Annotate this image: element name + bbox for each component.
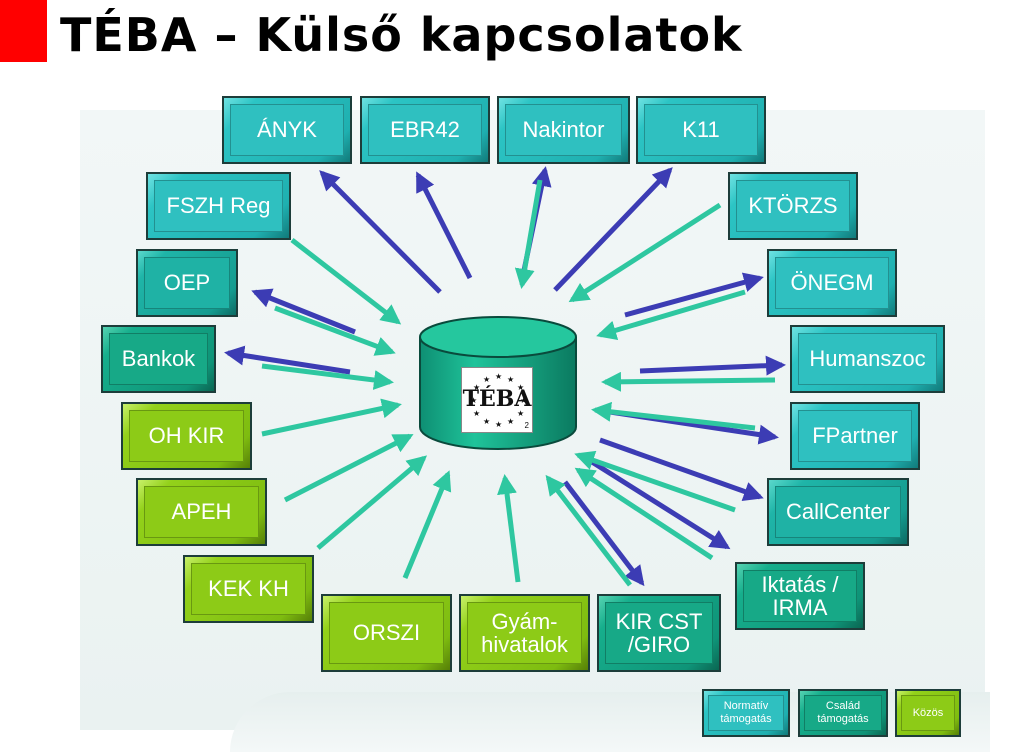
node-kir-cst: KIR CST /GIRO	[597, 594, 721, 672]
arrow-from-oep	[274, 305, 396, 356]
node-orszi: ORSZI	[321, 594, 452, 672]
node-anyk: ÁNYK	[222, 96, 352, 164]
arrow-to-callcenter	[599, 437, 764, 502]
arrow-from-kek-kh	[316, 455, 428, 550]
node-humanszoc: Humanszoc	[790, 325, 945, 393]
arrow-from-orszi	[402, 470, 452, 579]
legend-kozos: Közös	[895, 689, 961, 737]
legend-normativ: Normatív támogatás	[702, 689, 790, 737]
svg-text:★: ★	[495, 420, 502, 429]
svg-text:★: ★	[517, 409, 524, 418]
logo-subscript: 2	[524, 421, 529, 430]
eu-stars-icon: ★ ★ ★ ★ ★ ★ ★ ★ ★ ★ ★ ★	[470, 372, 527, 429]
svg-text:★: ★	[507, 375, 514, 384]
node-k11: K11	[636, 96, 766, 164]
node-bankok: Bankok	[101, 325, 216, 393]
svg-text:★: ★	[507, 417, 514, 426]
node-callcenter: CallCenter	[767, 478, 909, 546]
arrow-from-fpartner	[591, 401, 756, 431]
arrow-from-humanszoc	[601, 371, 776, 392]
svg-text:★: ★	[473, 383, 480, 392]
arrow-from-kir-cst	[545, 474, 632, 587]
arrow-to-k11	[553, 167, 673, 292]
svg-text:★: ★	[495, 372, 502, 381]
node-apeh: APEH	[136, 478, 267, 546]
arrow-to-humanszoc	[639, 355, 786, 376]
arrow-from-apeh	[283, 433, 414, 503]
node-oh-kir: OH KIR	[121, 402, 252, 470]
arrow-from-gyamhivatalok	[497, 474, 521, 583]
arrow-to-bankok	[224, 345, 351, 375]
arrow-to-kir-cst	[563, 480, 645, 587]
node-ebr42: EBR42	[360, 96, 490, 164]
node-iktatas: Iktatás / IRMA	[735, 562, 865, 630]
arrow-to-anyk	[319, 170, 442, 294]
arrow-from-oh-kir	[261, 398, 402, 437]
node-nakintor: Nakintor	[497, 96, 630, 164]
node-gyamhivatalok: Gyám- hivatalok	[459, 594, 590, 672]
logo-text: TÉBA	[462, 386, 532, 412]
arrow-to-onegm	[624, 272, 764, 318]
node-kek-kh: KEK KH	[183, 555, 314, 623]
svg-text:★: ★	[483, 375, 490, 384]
arrow-from-nakintor	[514, 179, 543, 289]
svg-text:★: ★	[473, 409, 480, 418]
legend-csalad: Család támogatás	[798, 689, 888, 737]
node-oep: OEP	[136, 249, 238, 317]
svg-text:★: ★	[470, 396, 477, 405]
arrow-to-ebr42	[415, 171, 473, 280]
arrow-from-iktatas	[574, 467, 714, 561]
arrow-from-callcenter	[574, 450, 736, 513]
node-onegm: ÖNEGM	[767, 249, 897, 317]
arrow-from-ktorzs	[568, 202, 722, 303]
svg-text:★: ★	[517, 383, 524, 392]
svg-text:★: ★	[520, 396, 527, 405]
node-fpartner: FPartner	[790, 402, 920, 470]
title-accent-square	[0, 0, 47, 62]
arrow-from-bankok	[261, 363, 394, 390]
svg-text:★: ★	[483, 417, 490, 426]
page-title: TÉBA – Külső kapcsolatok	[60, 8, 743, 62]
arrow-from-fszh-reg	[290, 238, 402, 325]
node-fszh-reg: FSZH Reg	[146, 172, 291, 240]
arrow-to-oep	[251, 288, 356, 335]
arrow-from-onegm	[596, 289, 746, 341]
arrow-to-iktatas	[590, 459, 731, 550]
teba-logo: ★ ★ ★ ★ ★ ★ ★ ★ ★ ★ ★ ★ TÉBA 2	[461, 367, 533, 433]
node-ktorzs: KTÖRZS	[728, 172, 858, 240]
